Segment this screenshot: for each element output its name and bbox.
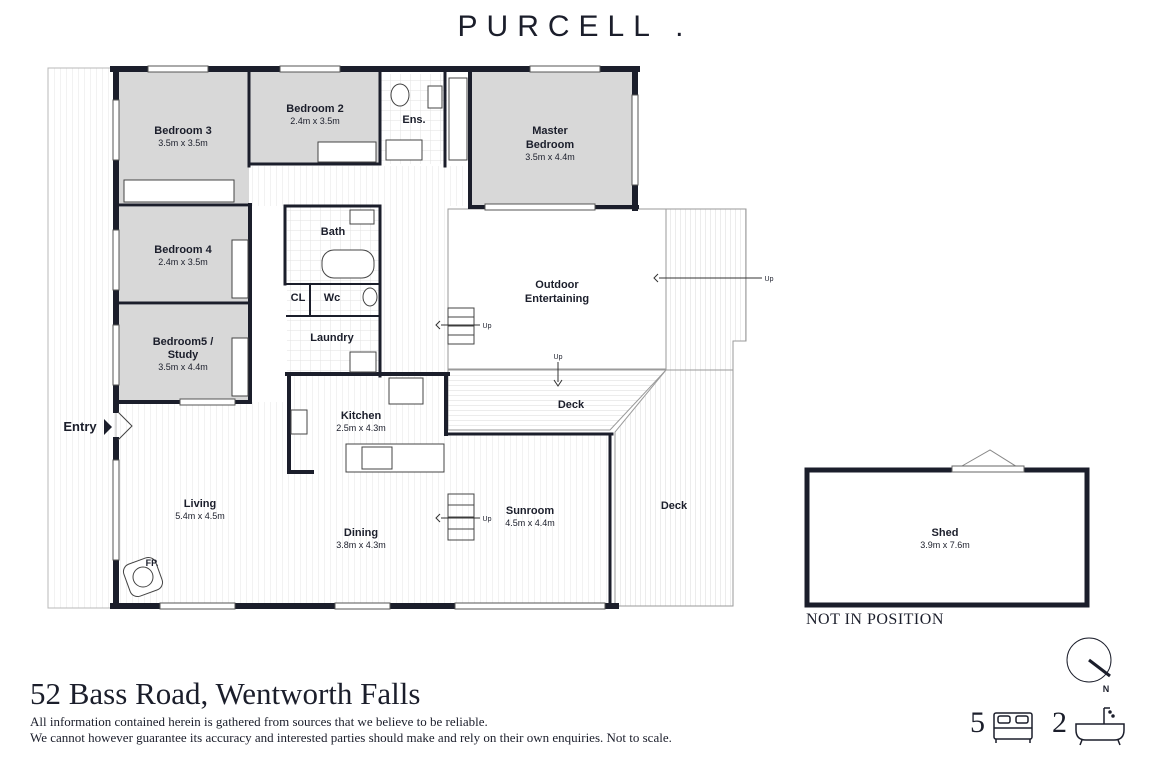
bed-icon bbox=[993, 712, 1033, 743]
bedroom5-name1: Bedroom5 / bbox=[153, 336, 214, 348]
timber-floors bbox=[118, 166, 610, 606]
laundry-name: Laundry bbox=[310, 332, 354, 344]
sunroom-name: Sunroom bbox=[506, 505, 554, 517]
bedroom4-name: Bedroom 4 bbox=[154, 244, 212, 256]
up-label-3: Up bbox=[765, 276, 774, 283]
brand-logo: PURCELL . bbox=[457, 10, 693, 43]
carpet-areas bbox=[118, 72, 635, 401]
deck-right-name: Deck bbox=[661, 500, 688, 512]
up-label-2: Up bbox=[483, 516, 492, 523]
bath-name: Bath bbox=[321, 226, 346, 238]
sunroom-size: 4.5m x 4.4m bbox=[505, 518, 555, 528]
north-label: N bbox=[1103, 684, 1110, 694]
windows bbox=[112, 65, 639, 610]
entry-marker bbox=[104, 411, 133, 441]
cl-name: CL bbox=[291, 292, 306, 304]
dining-size: 3.8m x 4.3m bbox=[336, 540, 386, 550]
shed-name: Shed bbox=[932, 527, 959, 539]
outdoor-areas bbox=[447, 208, 747, 607]
not-in-position-label: NOT IN POSITION bbox=[806, 611, 944, 628]
bedroom3-size: 3.5m x 3.5m bbox=[158, 138, 208, 148]
side-path bbox=[47, 67, 117, 609]
bedroom3-name: Bedroom 3 bbox=[154, 125, 211, 137]
bedroom2-size: 2.4m x 3.5m bbox=[290, 116, 340, 126]
bedroom2-name: Bedroom 2 bbox=[286, 103, 343, 115]
kitchen-name: Kitchen bbox=[341, 410, 382, 422]
disclaimer-line-2: We cannot however guarantee its accuracy… bbox=[30, 730, 672, 745]
north-compass-icon bbox=[1066, 637, 1112, 683]
fixtures bbox=[122, 83, 445, 598]
kitchen-size: 2.5m x 4.3m bbox=[336, 423, 386, 433]
wc-name: Wc bbox=[324, 292, 341, 304]
disclaimer-line-1: All information contained herein is gath… bbox=[30, 714, 488, 729]
up-label-1: Up bbox=[483, 323, 492, 330]
bath-icon bbox=[1075, 707, 1125, 746]
bedroom5-name2: Study bbox=[168, 349, 199, 361]
wardrobes bbox=[123, 77, 468, 397]
fireplace-label: FP. bbox=[146, 558, 159, 568]
bedroom4-size: 2.4m x 3.5m bbox=[158, 257, 208, 267]
master-name2: Bedroom bbox=[526, 139, 575, 151]
entry-label: Entry bbox=[63, 419, 97, 434]
master-name1: Master bbox=[532, 125, 568, 137]
room-labels: Bedroom 3 3.5m x 3.5m Bedroom 2 2.4m x 3… bbox=[63, 103, 1109, 694]
up-arrows bbox=[435, 273, 762, 523]
shed-building bbox=[804, 449, 1090, 608]
bathroom-count: 2 bbox=[1052, 706, 1067, 739]
ensuite-name: Ens. bbox=[402, 114, 425, 126]
dining-name: Dining bbox=[344, 527, 378, 539]
bedroom-count: 5 bbox=[970, 706, 985, 739]
living-size: 5.4m x 4.5m bbox=[175, 511, 225, 521]
living-name: Living bbox=[184, 498, 216, 510]
master-size: 3.5m x 4.4m bbox=[525, 152, 575, 162]
property-address: 52 Bass Road, Wentworth Falls bbox=[30, 676, 421, 711]
steps bbox=[447, 307, 475, 541]
bedroom5-size: 3.5m x 4.4m bbox=[158, 362, 208, 372]
deck-upper-name: Deck bbox=[558, 399, 585, 411]
shed-size: 3.9m x 7.6m bbox=[920, 540, 970, 550]
up-label-4: Up bbox=[554, 354, 563, 361]
outdoor-name1: Outdoor bbox=[535, 279, 579, 291]
outdoor-name2: Entertaining bbox=[525, 293, 589, 305]
